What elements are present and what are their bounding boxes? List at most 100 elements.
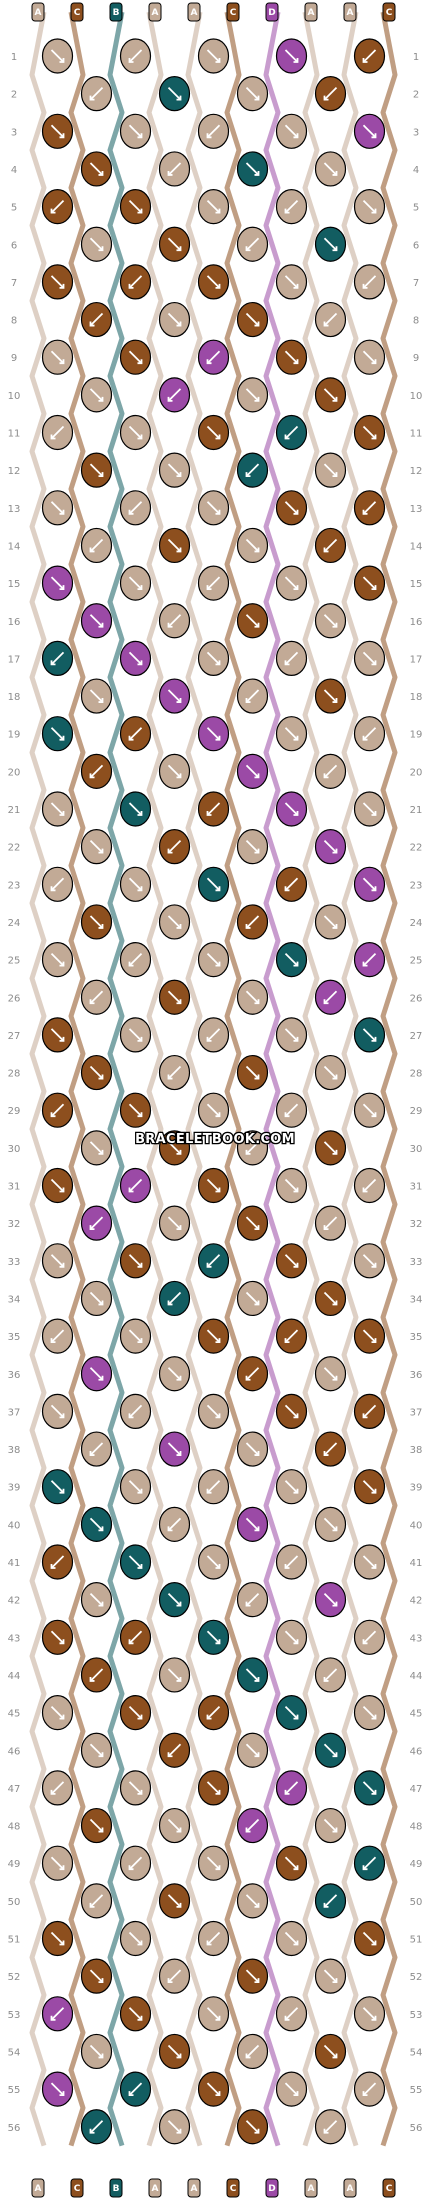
- knot: [197, 1920, 230, 1957]
- diagonal-arrow-icon: [362, 1404, 377, 1419]
- knot: [119, 1092, 152, 1128]
- row-number-left: 27: [8, 1031, 21, 1042]
- diagonal-arrow-icon: [284, 275, 299, 289]
- diagonal-arrow-icon: [362, 199, 377, 214]
- diagonal-arrow-icon: [245, 1668, 260, 1682]
- diagonal-arrow-icon: [50, 1480, 65, 1494]
- row-number-right: 51: [410, 1935, 423, 1946]
- knot: [353, 1619, 386, 1655]
- knot: [314, 904, 347, 940]
- knot: [197, 490, 230, 526]
- row-number-right: 2: [413, 90, 419, 101]
- knot: [41, 1544, 74, 1580]
- knot-grid: [41, 38, 386, 2145]
- diagonal-arrow-icon: [206, 1705, 221, 1720]
- diagonal-arrow-icon: [167, 1969, 182, 1984]
- knot: [41, 414, 74, 451]
- row-number-left: 19: [8, 730, 21, 741]
- diagonal-arrow-icon: [128, 802, 143, 816]
- diagonal-arrow-icon: [128, 49, 143, 63]
- diagonal-arrow-icon: [206, 1254, 221, 1268]
- diagonal-arrow-icon: [128, 1178, 143, 1193]
- row-number-right: 50: [410, 1897, 423, 1908]
- diagonal-arrow-icon: [362, 877, 377, 892]
- diagonal-arrow-icon: [245, 1367, 260, 1381]
- row-number-right: 28: [410, 1069, 423, 1080]
- diagonal-arrow-icon: [89, 840, 104, 854]
- knot: [158, 151, 191, 187]
- row-number-right: 33: [410, 1257, 423, 1268]
- knot: [80, 301, 113, 338]
- knot: [314, 979, 347, 1015]
- knot: [236, 1280, 269, 1317]
- diagonal-arrow-icon: [362, 425, 377, 440]
- knot: [353, 490, 386, 526]
- diagonal-arrow-icon: [167, 1291, 182, 1306]
- diagonal-arrow-icon: [245, 1216, 260, 1231]
- knot: [41, 1996, 74, 2032]
- diagonal-arrow-icon: [323, 2044, 338, 2059]
- diagonal-arrow-icon: [167, 1367, 182, 1381]
- knot: [197, 264, 230, 300]
- knot: [197, 38, 230, 74]
- knot: [353, 1243, 386, 1279]
- knot: [236, 678, 269, 714]
- row-number-right: 56: [410, 2123, 423, 2134]
- svg-text:C: C: [74, 8, 81, 18]
- row-number-right: 18: [410, 692, 423, 703]
- knot: [41, 1770, 74, 1806]
- diagonal-arrow-icon: [50, 425, 65, 440]
- diagonal-arrow-icon: [89, 764, 104, 779]
- strand-label-bottom: C: [382, 2178, 396, 2198]
- diagonal-arrow-icon: [50, 1028, 65, 1042]
- knot: [236, 979, 269, 1015]
- knot: [353, 1167, 386, 1204]
- knot: [197, 189, 230, 225]
- knot: [275, 1017, 308, 1053]
- row-number-right: 46: [410, 1746, 423, 1757]
- knot: [119, 565, 152, 601]
- row-number-right: 40: [410, 1520, 423, 1531]
- row-number-right: 53: [410, 2010, 423, 2021]
- knot: [275, 339, 308, 375]
- row-number-left: 40: [8, 1520, 21, 1531]
- diagonal-arrow-icon: [128, 727, 143, 741]
- knot: [119, 1544, 152, 1580]
- strand-label-bottom: A: [187, 2178, 201, 2198]
- row-number-right: 29: [410, 1106, 423, 1117]
- diagonal-arrow-icon: [323, 388, 338, 402]
- diagonal-arrow-icon: [128, 1931, 143, 1946]
- diagonal-arrow-icon: [206, 1329, 221, 1343]
- diagonal-arrow-icon: [245, 1442, 260, 1456]
- row-number-left: 21: [8, 805, 21, 816]
- knot: [275, 941, 308, 978]
- strand-label-bottom: A: [148, 2178, 162, 2198]
- diagonal-arrow-icon: [362, 350, 377, 365]
- row-number-left: 33: [8, 1257, 21, 1268]
- diagonal-arrow-icon: [128, 1856, 143, 1871]
- knot: [119, 1920, 152, 1957]
- knot: [41, 113, 74, 149]
- diagonal-arrow-icon: [362, 1178, 377, 1193]
- row-number-right: 10: [410, 391, 423, 402]
- diagonal-arrow-icon: [50, 275, 65, 289]
- knot: [158, 1807, 191, 1844]
- row-number-left: 11: [8, 429, 21, 440]
- knot: [119, 941, 152, 978]
- row-number-left: 41: [8, 1558, 21, 1569]
- diagonal-arrow-icon: [167, 388, 182, 402]
- row-number-left: 29: [8, 1106, 21, 1117]
- row-number-left: 44: [8, 1671, 21, 1682]
- diagonal-arrow-icon: [89, 1517, 104, 1532]
- knot: [80, 904, 113, 940]
- diagonal-arrow-icon: [89, 1216, 104, 1231]
- row-number-right: 35: [410, 1332, 423, 1343]
- row-number-right: 12: [410, 466, 423, 477]
- diagonal-arrow-icon: [245, 1517, 260, 1532]
- diagonal-arrow-icon: [50, 1555, 65, 1569]
- knot: [314, 1883, 347, 1919]
- diagonal-arrow-icon: [128, 425, 143, 440]
- row-number-left: 20: [8, 767, 21, 778]
- knot: [353, 1996, 386, 2032]
